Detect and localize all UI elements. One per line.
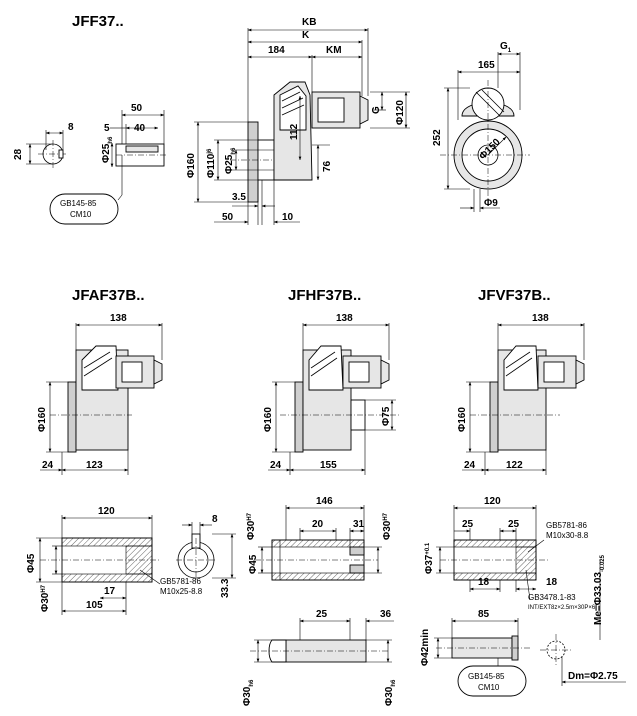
label-bore-h-phi45: Φ45 [248,554,259,574]
title-jff37: JFF37.. [72,13,124,30]
label-bore-v-18b: 18 [546,577,558,588]
note-bore-v-b-line1: GB3478.1-83 [528,593,576,602]
label-km: KM [326,45,342,56]
bore-v-section [434,505,626,697]
jfaf37b-view [40,323,163,475]
label-jfhf-155: 155 [320,460,337,471]
label-bore-h-31: 31 [353,519,365,530]
label-g: G [371,106,382,114]
label-bore-h-20: 20 [312,519,324,530]
note-bore-v-b-line2: INT/EXT8z×2.5m×30P×6f [528,605,597,611]
label-key-8: 8 [68,122,74,133]
label-bore-v-phi42min: Φ42min [420,629,431,666]
label-jfhf-phi75: Φ75 [381,406,392,426]
label-bore-v-phi37: Φ37+0.1 [424,542,435,574]
note-bore-v-a-line2: M10x30-8.8 [546,531,589,540]
label-bore-v-25b: 25 [508,519,520,530]
label-k: K [302,30,310,41]
label-jfvf-phi160: Φ160 [457,407,468,432]
label-184: 184 [268,45,285,56]
label-phi9: Φ9 [484,198,498,209]
jff37-side-view [194,28,410,225]
label-76: 76 [322,160,333,172]
label-bore-a-8: 8 [212,514,218,525]
label-165: 165 [478,60,495,71]
label-jfaf-138: 138 [110,313,127,324]
label-key-50: 50 [131,103,143,114]
label-phi120: Φ120 [395,100,406,125]
label-bore-a-17: 17 [104,586,116,597]
label-50-bottom: 50 [222,212,234,223]
title-jfhf37b: JFHF37B.. [288,287,361,304]
label-bore-h-36: 36 [380,609,392,620]
label-key-28: 28 [13,148,24,160]
label-bore-a-33-3: 33.3 [220,578,231,598]
note-gb145-line1: GB145-85 [60,199,97,208]
title-jfaf37b: JFAF37B.. [72,287,145,304]
label-bore-v-25a: 25 [462,519,474,530]
label-252: 252 [432,129,443,146]
label-bore-h-146: 146 [316,496,333,507]
jfvf37b-view [462,323,585,475]
label-phi110: Φ110j6 [206,148,217,178]
bore-a-section [36,515,236,615]
note-bore-a-line2: M10x25-8.8 [160,587,203,596]
jff37-shaft-key-detail [26,110,168,225]
label-bore-v-me: Me=Φ33.03-0.025 [593,554,606,625]
label-jfvf-122: 122 [506,460,523,471]
label-phi25: Φ25h6 [224,147,237,174]
label-bore-v-120: 120 [484,496,501,507]
label-bore-h-phi30-right: Φ30H7 [382,512,393,540]
label-phi160-jff: Φ160 [186,153,197,178]
label-bore-a-120: 120 [98,506,115,517]
label-key-5: 5 [104,123,110,134]
label-bore-a-phi30: Φ30H7 [40,584,51,612]
note-bore-v-c-line1: GB145-85 [468,672,505,681]
label-jfvf-138: 138 [532,313,549,324]
note-bore-v-a-line1: GB5781-86 [546,521,587,530]
label-kb: KB [302,17,316,28]
label-jfhf-phi160: Φ160 [263,407,274,432]
label-3-5: 3.5 [232,192,246,203]
label-112: 112 [289,123,300,140]
bore-h-section [250,505,394,663]
jff37-front-view [440,52,530,212]
label-bore-v-85: 85 [478,609,490,620]
note-bore-a-line1: GB5781-86 [160,577,201,586]
label-jfhf-24: 24 [270,460,282,471]
label-bore-v-dm: Dm=Φ2.75 [568,671,618,682]
label-g1: G1 [500,41,512,54]
note-bore-v-c-line2: CM10 [478,683,500,692]
label-bore-h-25: 25 [316,609,328,620]
label-jfaf-phi160: Φ160 [37,407,48,432]
label-jfhf-138: 138 [336,313,353,324]
label-jfaf-24: 24 [42,460,54,471]
label-bore-a-phi45: Φ45 [26,553,37,573]
jfhf37b-view [268,323,400,475]
title-jfvf37b: JFVF37B.. [478,287,551,304]
label-jfaf-123: 123 [86,460,103,471]
label-bore-v-18a: 18 [478,577,490,588]
label-10: 10 [282,212,294,223]
label-bore-a-105: 105 [86,600,103,611]
label-key-phi25: Φ25h6 [101,136,114,163]
label-bore-h-phi30-h6-right: Φ30h6 [384,679,397,706]
label-bore-h-phi30-left: Φ30H7 [246,512,257,540]
label-jfvf-24: 24 [464,460,476,471]
note-gb145-line2: CM10 [70,210,92,219]
label-bore-h-phi30-h6-left: Φ30h6 [242,679,255,706]
label-key-40: 40 [134,123,146,134]
